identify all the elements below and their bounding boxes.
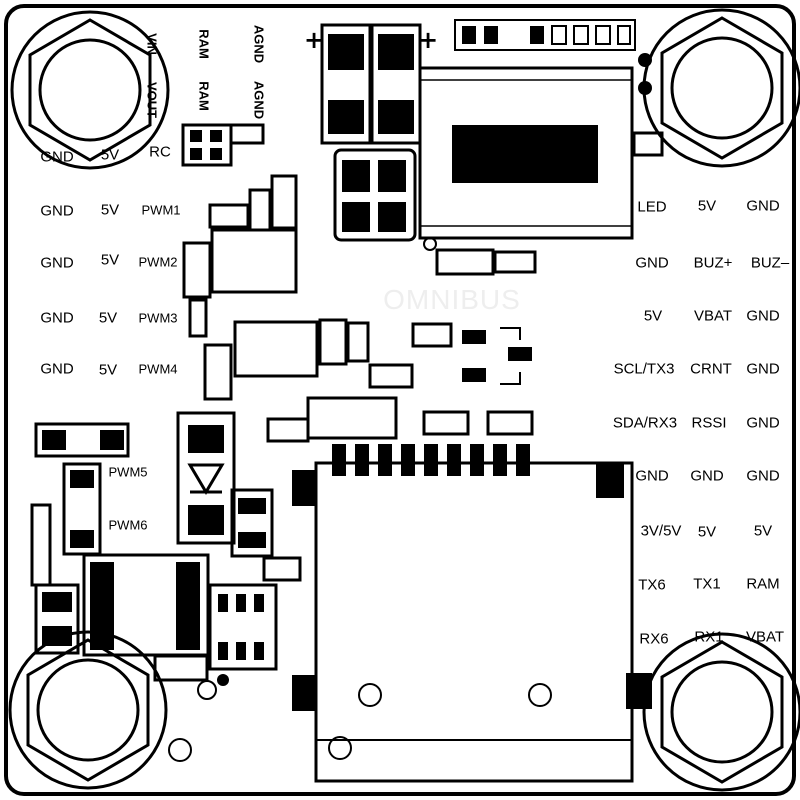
right-r9-c2: RX1 <box>694 628 724 646</box>
pwm5-label: PWM5 <box>108 464 148 480</box>
right-r5-c3: GND <box>746 414 780 432</box>
rc-label: RC <box>149 143 171 161</box>
right-r5-c2: RSSI <box>691 414 727 432</box>
right-r4-c1: SCL/TX3 <box>613 360 675 378</box>
rc-header <box>181 123 265 167</box>
smd-pad <box>435 248 495 276</box>
pwm2-gnd: GND <box>40 254 74 272</box>
right-r2-c1: GND <box>635 254 669 272</box>
right-r7-c3: 5V <box>753 522 773 540</box>
pwm3-label: PWM3 <box>138 310 178 326</box>
right-r1-c1: LED <box>637 198 667 216</box>
right-r9-c3: VBAT <box>745 628 785 646</box>
board-outline <box>4 4 796 796</box>
power-section <box>30 411 302 762</box>
pwm4-5v: 5V <box>98 361 118 379</box>
pwm2-label: PWM2 <box>138 254 178 270</box>
right-r8-c3: RAM <box>746 575 780 593</box>
right-r2-c3: BUZ– <box>750 254 790 272</box>
smd-pad <box>632 131 664 157</box>
pwm-components <box>182 174 453 401</box>
right-r5-c1: SDA/RX3 <box>612 414 678 432</box>
pwm3-gnd: GND <box>40 309 74 327</box>
right-r3-c3: GND <box>746 307 780 325</box>
label-agnd-1: AGND <box>251 24 267 64</box>
brand-watermark: OMNIBUS <box>383 284 521 315</box>
right-r8-c1: TX6 <box>638 576 666 594</box>
pwm1-5v: 5V <box>100 201 120 219</box>
label-ram-2: RAM <box>196 81 212 111</box>
rc-5v: 5V <box>100 146 120 164</box>
right-r9-c1: RX6 <box>639 630 669 648</box>
pwm6-label: PWM6 <box>108 517 148 533</box>
right-r8-c2: TX1 <box>693 575 721 593</box>
right-r1-c2: 5V <box>697 197 717 215</box>
right-r7-c2: 5V <box>697 523 717 541</box>
pwm4-gnd: GND <box>40 360 74 378</box>
pwm2-5v: 5V <box>100 251 120 269</box>
right-r7-c1: 3V/5V <box>640 522 682 540</box>
mounting-hole-bottom-right <box>642 632 800 792</box>
header-middle <box>266 396 534 443</box>
smd-pad <box>493 250 537 274</box>
mounting-hole-bottom-left <box>8 630 168 790</box>
label-agnd-2: AGND <box>251 80 267 120</box>
right-r2-c2: BUZ+ <box>693 254 733 272</box>
rc-gnd: GND <box>40 148 74 166</box>
polarity-plus-left: + <box>303 26 325 54</box>
right-r3-c1: 5V <box>643 307 663 325</box>
pwm1-gnd: GND <box>40 202 74 220</box>
main-ic <box>418 66 634 251</box>
pwm3-5v: 5V <box>98 309 118 327</box>
inductor <box>333 148 417 242</box>
sd-card-slot <box>292 444 652 783</box>
right-r3-c2: VBAT <box>693 307 733 325</box>
mounting-hole-top-left <box>10 10 170 170</box>
label-ram-1: RAM <box>196 29 212 59</box>
pwm1-label: PWM1 <box>141 202 181 218</box>
label-vin: VIN <box>144 33 160 55</box>
via <box>638 81 652 95</box>
pwm4-label: PWM4 <box>138 361 178 377</box>
header-top <box>454 19 636 51</box>
right-r6-c3: GND <box>746 467 780 485</box>
polarity-plus-right: + <box>417 26 439 54</box>
right-r6-c1: GND <box>635 467 669 485</box>
right-r1-c3: GND <box>746 197 780 215</box>
label-vout: VOUT <box>144 81 160 119</box>
mounting-hole-top-right <box>642 8 800 168</box>
capacitor-left <box>320 23 372 145</box>
right-r4-c3: GND <box>746 360 780 378</box>
right-r6-c2: GND <box>690 467 724 485</box>
capacitor-right <box>370 23 422 145</box>
transistor <box>462 327 532 385</box>
right-r4-c2: CRNT <box>690 360 732 378</box>
via <box>638 53 652 67</box>
